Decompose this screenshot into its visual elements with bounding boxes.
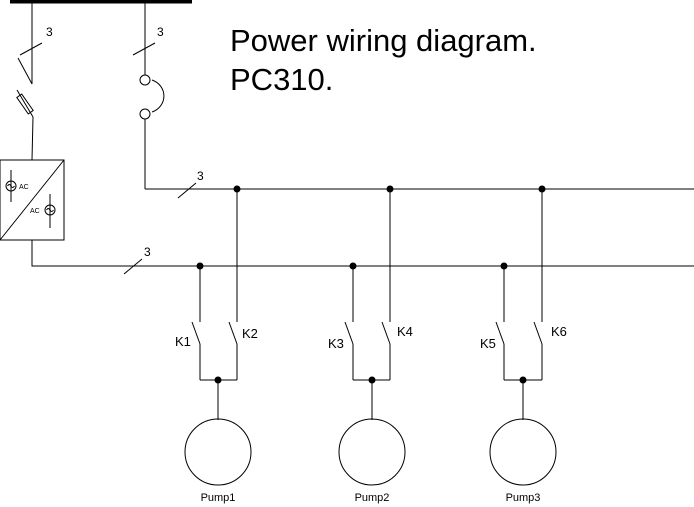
upper-bus: 3 (145, 169, 694, 199)
lower-bus-count: 3 (144, 245, 151, 259)
lower-bus: 3 (31, 240, 694, 275)
converter-input-label: AC (19, 184, 29, 191)
right-drop-count: 3 (157, 25, 164, 39)
pump-circuit-1: K1 K2 Pump1 (175, 185, 258, 504)
left-drop-count: 3 (46, 25, 53, 39)
ac-input-icon (5, 170, 17, 202)
contact-label-k2: K2 (242, 326, 258, 341)
contact-k3 (344, 321, 354, 345)
contact-k1 (191, 321, 201, 345)
pump-label-1: Pump1 (201, 492, 236, 504)
contact-label-k6: K6 (551, 324, 567, 339)
frequency-converter: AC AC (0, 159, 65, 241)
diagram-title-line2: PC310. (230, 62, 333, 97)
contact-label-k4: K4 (397, 324, 413, 339)
pump-label-3: Pump3 (506, 492, 541, 504)
contact-k2 (228, 321, 238, 345)
contact-label-k3: K3 (328, 336, 344, 351)
pump1-motor (184, 418, 252, 486)
fuse-icon (16, 89, 34, 118)
pump-label-2: Pump2 (355, 492, 390, 504)
pump-circuit-3: K5 K6 Pump3 (480, 185, 567, 504)
left-feeder: 3 (16, 3, 53, 161)
terminal-top (139, 74, 151, 86)
disconnect-link (151, 79, 165, 113)
terminal-bottom (139, 108, 151, 120)
diagram-title-line1: Power wiring diagram. (230, 23, 537, 58)
pump3-motor (489, 418, 557, 486)
ac-output-icon (44, 194, 56, 228)
pump2-motor (338, 418, 406, 486)
contact-k6 (533, 321, 543, 345)
contact-k4 (381, 321, 391, 345)
right-feeder: 3 (132, 3, 165, 189)
contact-k5 (495, 321, 505, 345)
converter-output-label: AC (30, 208, 40, 215)
contact-label-k5: K5 (480, 336, 496, 351)
pump-circuit-2: K3 K4 Pump2 (328, 185, 413, 504)
contact-label-k1: K1 (175, 334, 191, 349)
upper-bus-count: 3 (197, 169, 204, 183)
left-switch-blade (17, 57, 33, 85)
